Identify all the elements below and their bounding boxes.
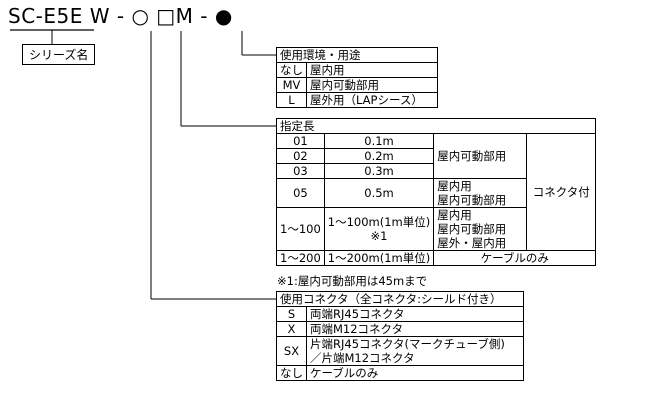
length-use-line: 屋内可動部用 — [437, 222, 507, 236]
table-row: 01 0.1m 屋内可動部用 コネクタ付 — [276, 133, 597, 251]
environment-title: 使用環境・用途 — [276, 47, 438, 63]
connector-title: 使用コネクタ（全コネクタ:シールド付き） — [276, 291, 524, 307]
series-name-box: シリーズ名 — [22, 44, 96, 65]
length-value-note: ※1 — [370, 229, 388, 243]
env-desc: 屋外用（LAPシース） — [306, 92, 438, 108]
table-row: 1～200 1～200m(1m単位) ケーブルのみ — [276, 250, 597, 266]
length-cable-only: ケーブルのみ — [433, 250, 597, 266]
length-use-line: 屋内用 — [437, 208, 472, 222]
length-title: 指定長 — [275, 118, 597, 134]
connector-desc: 両端M12コネクタ — [306, 321, 524, 337]
length-use-line: 屋外・屋内用 — [437, 236, 507, 250]
connector-code: S — [276, 306, 307, 322]
length-code: 02 — [276, 148, 325, 164]
table-row: L 屋外用（LAPシース） — [276, 92, 438, 108]
length-table: 指定長 01 0.1m 屋内可動部用 コネクタ付 02 0.2m 03 0.3m… — [275, 118, 597, 266]
length-value: 0.2m — [323, 148, 435, 164]
env-code: L — [276, 92, 307, 108]
connector-code: X — [276, 321, 307, 337]
length-use-line: 屋内用 — [437, 179, 472, 193]
length-value: 0.5m — [323, 178, 435, 208]
length-note: ※1:屋内可動部用は45mまで — [277, 274, 428, 288]
table-row: 02 0.2m — [276, 148, 596, 164]
table-row: 05 0.5m 屋内用 屋内可動部用 — [276, 178, 596, 208]
length-code: 03 — [276, 163, 325, 179]
length-code: 1～200 — [276, 250, 325, 266]
connector-desc: ケーブルのみ — [306, 365, 524, 381]
connector-desc: 片端RJ45コネクタ(マークチューブ側) ／片端M12コネクタ — [306, 336, 524, 366]
length-code: 01 — [276, 133, 325, 149]
connector-desc-line: 片端RJ45コネクタ(マークチューブ側) — [310, 337, 505, 351]
connector-code: なし — [276, 365, 307, 381]
length-connector: コネクタ付 — [526, 133, 597, 251]
table-row: SX 片端RJ45コネクタ(マークチューブ側) ／片端M12コネクタ — [276, 336, 524, 366]
length-use: 屋内用 屋内可動部用 屋外・屋内用 — [433, 207, 528, 251]
connector-code: SX — [276, 336, 307, 366]
length-use-line: 屋内可動部用 — [437, 193, 507, 207]
table-row: なし ケーブルのみ — [276, 365, 524, 381]
env-code: なし — [276, 62, 307, 78]
length-use: 屋内用 屋内可動部用 — [433, 178, 528, 208]
table-row: 1～100 1～100m(1m単位) ※1 屋内用 屋内可動部用 屋外・屋内用 — [276, 207, 596, 251]
table-row: なし 屋内用 — [276, 62, 438, 78]
length-value-line: 1～100m(1m単位) — [327, 215, 431, 229]
length-value: 1～100m(1m単位) ※1 — [323, 207, 435, 251]
table-row: MV 屋内可動部用 — [276, 77, 438, 93]
length-value: 0.3m — [323, 163, 435, 179]
model-number: SC-E5E W - ○ □M - ● — [8, 4, 233, 28]
environment-table: 使用環境・用途 なし 屋内用 MV 屋内可動部用 L 屋外用（LAPシース） — [276, 47, 438, 108]
length-use: 屋内可動部用 — [433, 133, 528, 179]
connector-table: 使用コネクタ（全コネクタ:シールド付き） S 両端RJ45コネクタ X 両端M1… — [276, 291, 524, 381]
length-value: 0.1m — [323, 133, 435, 149]
env-desc: 屋内可動部用 — [306, 77, 438, 93]
table-row: X 両端M12コネクタ — [276, 321, 524, 337]
env-desc: 屋内用 — [306, 62, 438, 78]
table-row: S 両端RJ45コネクタ — [276, 306, 524, 322]
connector-desc: 両端RJ45コネクタ — [306, 306, 524, 322]
connector-desc-line: ／片端M12コネクタ — [310, 351, 415, 365]
table-row: 03 0.3m — [276, 163, 596, 179]
length-value: 1～200m(1m単位) — [323, 250, 435, 266]
env-code: MV — [276, 77, 307, 93]
length-code: 05 — [276, 178, 325, 208]
length-code: 1～100 — [276, 207, 325, 251]
